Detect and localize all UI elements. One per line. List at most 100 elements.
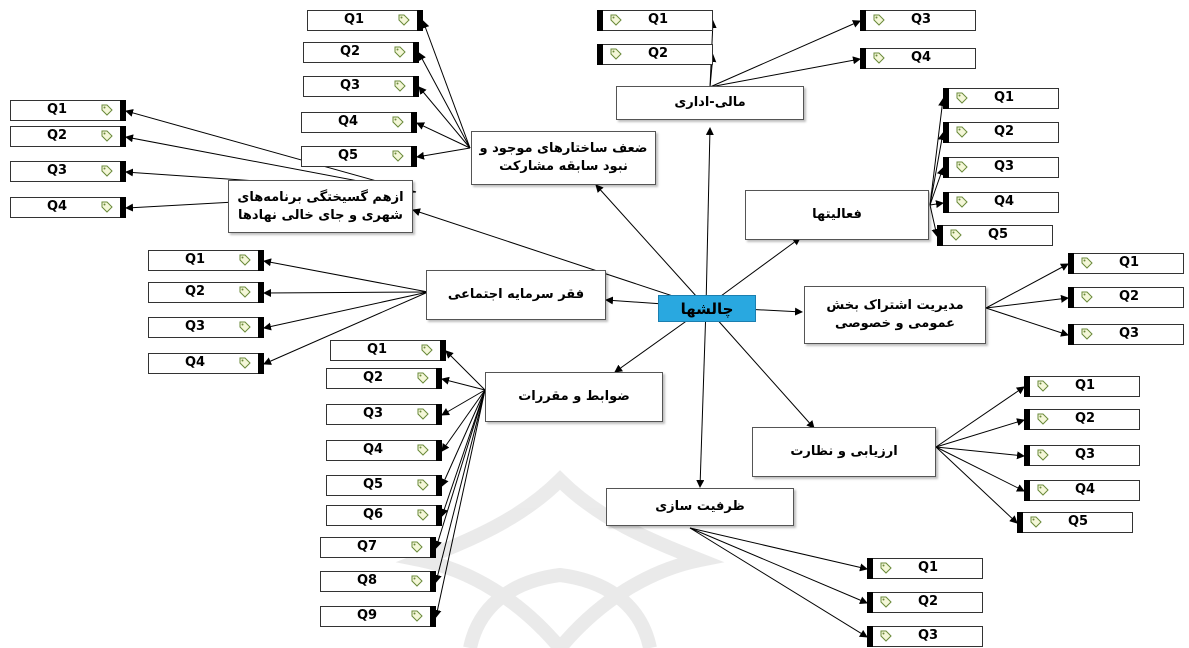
tag-icon (1037, 484, 1049, 496)
category-faaliyat[interactable]: فعالیتها (745, 190, 929, 240)
tag-icon (417, 372, 429, 384)
question-box[interactable]: Q1 (943, 88, 1059, 109)
tag-icon (956, 92, 968, 104)
category-zavabet[interactable]: ضوابط و مقررات (485, 372, 663, 422)
question-box[interactable]: Q5 (1017, 512, 1133, 533)
question-bar (120, 197, 126, 218)
question-label: Q3 (363, 406, 384, 421)
question-label: Q5 (1068, 514, 1089, 529)
question-bar (436, 440, 442, 461)
question-label: Q1 (1119, 255, 1140, 270)
question-box[interactable]: Q4 (148, 353, 264, 374)
question-box[interactable]: Q3 (148, 317, 264, 338)
question-box[interactable]: Q8 (320, 571, 436, 592)
question-box[interactable]: Q2 (1024, 409, 1140, 430)
question-box[interactable]: Q5 (937, 225, 1053, 246)
question-bar (1024, 445, 1030, 466)
question-label: Q1 (648, 12, 669, 27)
category-zaaf[interactable]: ضعف ساختارهای موجود و نبود سابقه مشارکت (471, 131, 656, 185)
question-box[interactable]: Q2 (303, 42, 419, 63)
question-box[interactable]: Q2 (943, 122, 1059, 143)
question-box[interactable]: Q2 (597, 44, 713, 65)
question-box[interactable]: Q3 (943, 157, 1059, 178)
center-node[interactable]: چالشها (658, 295, 756, 322)
question-box[interactable]: Q2 (326, 368, 442, 389)
question-box[interactable]: Q1 (597, 10, 713, 31)
question-box[interactable]: Q1 (1068, 253, 1184, 274)
tag-icon (411, 575, 423, 587)
question-label: Q2 (1075, 411, 1096, 426)
question-box[interactable]: Q3 (1024, 445, 1140, 466)
question-box[interactable]: Q4 (10, 197, 126, 218)
question-label: Q3 (47, 163, 68, 178)
question-box[interactable]: Q2 (10, 126, 126, 147)
question-box[interactable]: Q2 (867, 592, 983, 613)
question-bar (867, 626, 873, 647)
question-label: Q3 (911, 12, 932, 27)
question-bar (1017, 512, 1023, 533)
question-box[interactable]: Q1 (867, 558, 983, 579)
tag-icon (956, 126, 968, 138)
question-box[interactable]: Q2 (148, 282, 264, 303)
question-box[interactable]: Q4 (1024, 480, 1140, 501)
question-bar (413, 76, 419, 97)
tag-icon (394, 46, 406, 58)
question-box[interactable]: Q1 (1024, 376, 1140, 397)
category-faghr[interactable]: فقر سرمایه اجتماعی (426, 270, 606, 320)
question-box[interactable]: Q3 (860, 10, 976, 31)
question-label: Q3 (1119, 326, 1140, 341)
question-label: Q2 (185, 284, 206, 299)
question-box[interactable]: Q1 (10, 100, 126, 121)
question-box[interactable]: Q3 (303, 76, 419, 97)
question-bar (430, 606, 436, 627)
question-box[interactable]: Q3 (867, 626, 983, 647)
question-box[interactable]: Q1 (148, 250, 264, 271)
question-box[interactable]: Q9 (320, 606, 436, 627)
question-bar (860, 48, 866, 69)
question-box[interactable]: Q4 (943, 192, 1059, 213)
question-box[interactable]: Q4 (326, 440, 442, 461)
question-box[interactable]: Q7 (320, 537, 436, 558)
question-box[interactable]: Q6 (326, 505, 442, 526)
question-box[interactable]: Q1 (307, 10, 423, 31)
tag-icon (873, 14, 885, 26)
question-box[interactable]: Q3 (326, 404, 442, 425)
question-bar (867, 558, 873, 579)
category-label: ظرفیت سازی (655, 499, 745, 515)
category-gosikhtegi[interactable]: ازهم گسیختگی برنامه‌های شهری و جای خالی … (228, 180, 413, 233)
category-label: ضوابط و مقررات (518, 389, 630, 405)
question-label: Q2 (363, 370, 384, 385)
category-label: ازهم گسیختگی برنامه‌های شهری و جای خالی … (237, 189, 404, 223)
question-box[interactable]: Q4 (301, 112, 417, 133)
question-label: Q4 (994, 194, 1015, 209)
question-box[interactable]: Q1 (330, 340, 446, 361)
tag-icon (239, 254, 251, 266)
question-label: Q9 (357, 608, 378, 623)
question-box[interactable]: Q5 (301, 146, 417, 167)
question-box[interactable]: Q3 (10, 161, 126, 182)
question-bar (597, 10, 603, 31)
question-bar (867, 592, 873, 613)
tag-icon (239, 286, 251, 298)
question-box[interactable]: Q4 (860, 48, 976, 69)
category-arzyabi[interactable]: ارزیابی و نظارت (752, 427, 936, 477)
category-maali[interactable]: مالی-اداری (616, 86, 804, 120)
tag-icon (1081, 257, 1093, 269)
tag-icon (956, 196, 968, 208)
question-label: Q8 (357, 573, 378, 588)
question-box[interactable]: Q5 (326, 475, 442, 496)
question-box[interactable]: Q2 (1068, 287, 1184, 308)
tag-icon (880, 630, 892, 642)
question-box[interactable]: Q3 (1068, 324, 1184, 345)
question-bar (430, 537, 436, 558)
question-label: Q3 (185, 319, 206, 334)
question-label: Q7 (357, 539, 378, 554)
question-bar (1068, 324, 1074, 345)
category-zarfiat[interactable]: ظرفیت سازی (606, 488, 794, 526)
category-modiriat[interactable]: مدیریت اشتراک بخش عمومی و خصوصی (804, 286, 986, 344)
tag-icon (1081, 328, 1093, 340)
question-label: Q2 (340, 44, 361, 59)
tag-icon (417, 444, 429, 456)
question-bar (430, 571, 436, 592)
